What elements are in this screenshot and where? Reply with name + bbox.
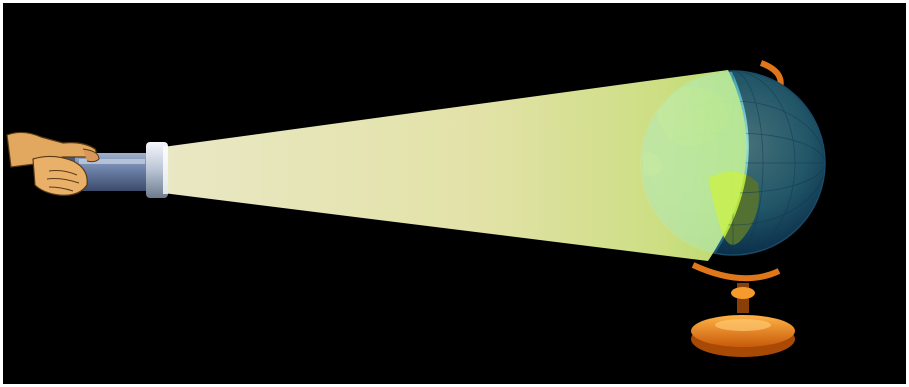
meridian-arm-bottom: [693, 265, 779, 278]
stand-base-highlight: [715, 319, 771, 331]
stand-collar: [731, 287, 755, 299]
scene-frame: [3, 3, 906, 384]
flashlight-lens: [163, 146, 168, 194]
illustration: [3, 3, 906, 384]
